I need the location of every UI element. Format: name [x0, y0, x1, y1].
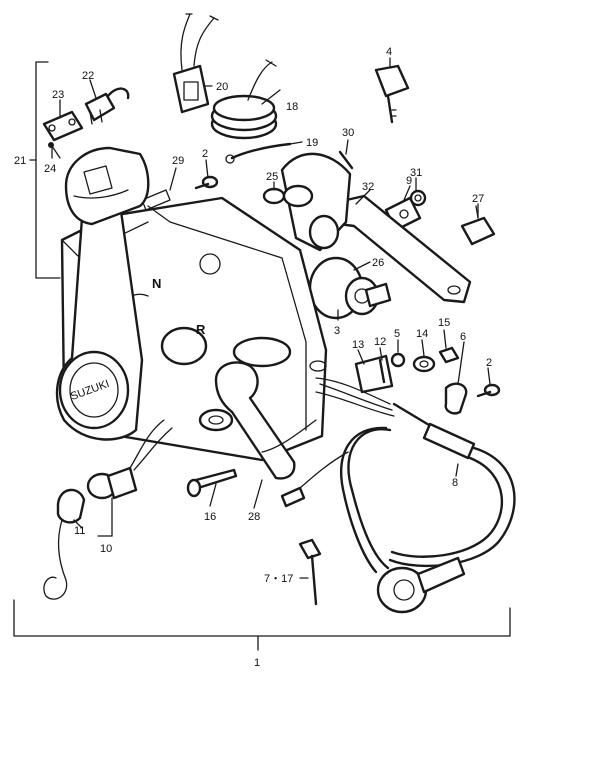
part-27-clip [460, 205, 496, 246]
part-5-nut [390, 352, 406, 368]
neutral-mark: N [152, 276, 161, 291]
callout-7-17: 7・17 [264, 573, 293, 585]
callout-9: 9 [406, 175, 412, 187]
part-15-nut [438, 346, 460, 364]
part-16-bolt [186, 468, 238, 498]
callout-32: 32 [362, 181, 374, 193]
part-23-plate [42, 110, 84, 142]
reverse-mark: R [196, 322, 206, 337]
callout-30: 30 [342, 127, 354, 139]
leader-lines [29, 57, 491, 579]
callout-15: 15 [438, 317, 450, 329]
callout-31: 31 [410, 167, 422, 179]
callout-19: 19 [306, 137, 318, 149]
callout-5: 5 [394, 328, 400, 340]
part-4-key [374, 64, 410, 124]
part-6-clamp [444, 382, 468, 415]
part-7-17-tie [298, 538, 322, 606]
part-12-pin [378, 358, 386, 384]
part-25-washer [262, 187, 286, 205]
callout-29: 29 [172, 155, 184, 167]
part-22-switch [84, 87, 130, 125]
callout-1: 1 [254, 657, 260, 669]
callout-2-top: 2 [202, 148, 208, 160]
callout-22: 22 [82, 70, 94, 82]
part-19-band [225, 142, 292, 164]
callout-10: 10 [100, 543, 112, 555]
callout-14: 14 [416, 328, 428, 340]
callout-4: 4 [386, 46, 392, 58]
callout-2-right: 2 [486, 357, 492, 369]
part-11-lanyard [43, 488, 86, 600]
callout-11: 11 [74, 525, 85, 537]
callout-24: 24 [44, 163, 56, 175]
part-28-throttle-lever [198, 361, 296, 480]
callout-27: 27 [472, 193, 484, 205]
part-13-bracket [354, 354, 394, 394]
callouts: 1 2 2 3 4 5 6 7・17 8 9 10 11 12 13 14 15… [14, 46, 492, 669]
callout-26: 26 [372, 257, 384, 269]
callout-16: 16 [204, 511, 216, 523]
part-2-screw-top [194, 175, 219, 190]
part-24-screw [48, 142, 61, 159]
part-8-wire-harness [261, 377, 516, 614]
callout-25: 25 [266, 171, 278, 183]
part-18-grommet [210, 59, 278, 140]
part-30-pin [338, 150, 354, 170]
switch-bracket [280, 152, 352, 252]
callout-13: 13 [352, 339, 364, 351]
part-20-relay [172, 13, 219, 114]
part-29 [141, 189, 171, 211]
callout-8: 8 [452, 477, 458, 489]
bracket-1 [13, 599, 511, 651]
callout-23: 23 [52, 89, 64, 101]
callout-28: 28 [248, 511, 260, 523]
control-lever: SUZUKI [55, 146, 150, 441]
callout-6: 6 [460, 331, 466, 343]
part-14-washer [412, 355, 436, 373]
callout-12: 12 [374, 336, 386, 348]
callout-18: 18 [286, 101, 298, 113]
callout-3: 3 [334, 325, 340, 337]
bracket-21 [35, 61, 61, 279]
part-2-screw-right [476, 383, 501, 398]
part-10-stop-switch [86, 419, 173, 500]
callout-21: 21 [14, 155, 26, 167]
callout-20: 20 [216, 81, 228, 93]
